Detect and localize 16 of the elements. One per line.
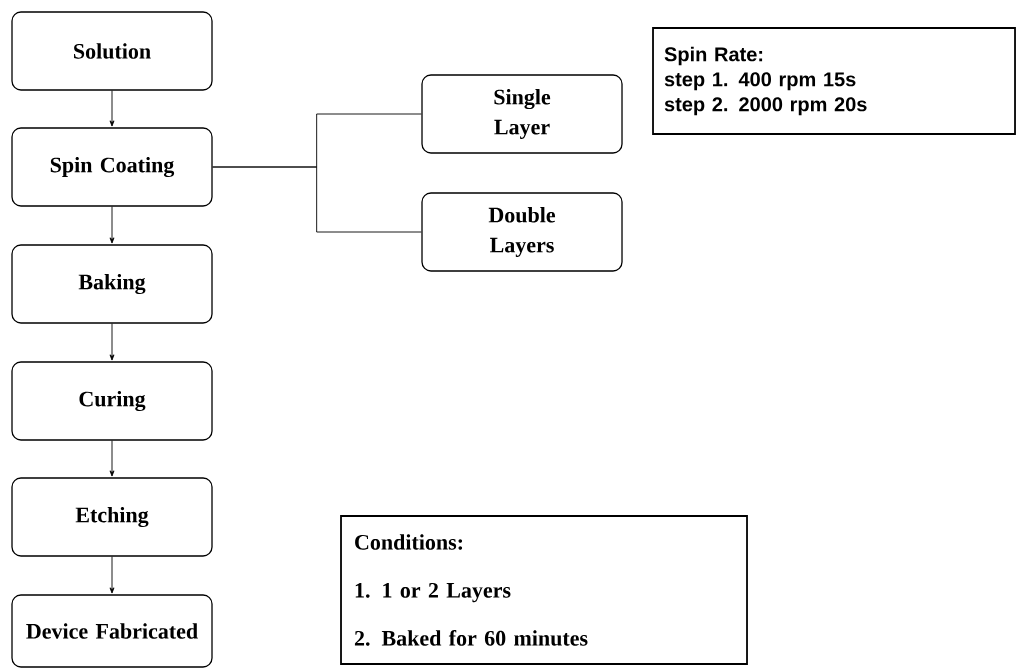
process-box: Spin Coating bbox=[11, 127, 213, 207]
option-box: Double Layers bbox=[421, 192, 623, 272]
arrow bbox=[109, 323, 115, 361]
process-box: Baking bbox=[11, 244, 213, 324]
bracket-line bbox=[212, 166, 422, 233]
arrow bbox=[109, 90, 115, 127]
note-box: Spin Rate: step 1. 400 rpm 15s step 2. 2000 rpm 20s bbox=[652, 27, 1016, 135]
process-box: Solution bbox=[11, 11, 213, 91]
process-box: Etching bbox=[11, 477, 213, 557]
note-box: Conditions: 1. 1 or 2 Layers 2. Baked for 60 minutes bbox=[340, 515, 748, 665]
option-box: Single Layer bbox=[421, 74, 623, 154]
arrow bbox=[109, 556, 115, 594]
process-box: Device Fabricated bbox=[11, 594, 213, 668]
arrow bbox=[109, 206, 115, 244]
arrow bbox=[109, 440, 115, 477]
process-box: Curing bbox=[11, 361, 213, 441]
